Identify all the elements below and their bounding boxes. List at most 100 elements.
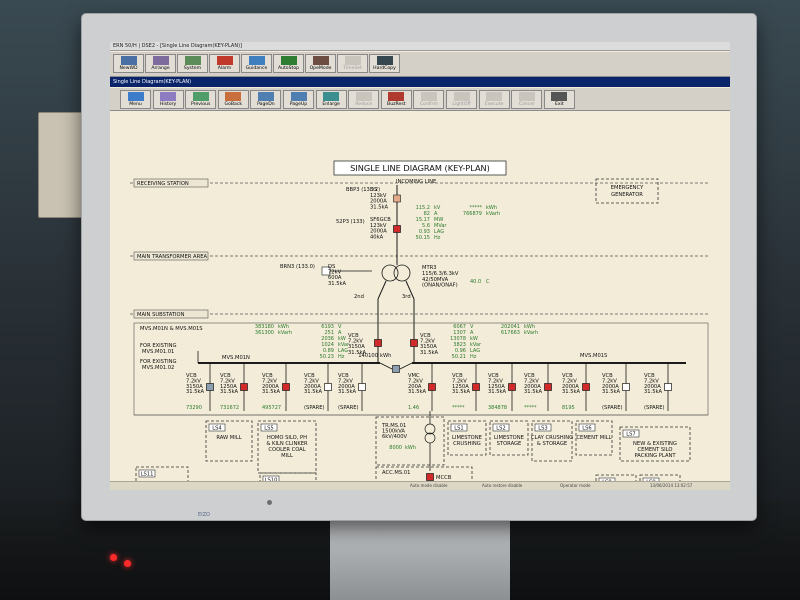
right-measurement-value: 1307 bbox=[453, 330, 466, 336]
incoming-measurement-value: 0.93 bbox=[419, 229, 430, 235]
execute-button[interactable]: Execute bbox=[478, 90, 510, 109]
incoming-measurement-unit: MW bbox=[434, 217, 443, 223]
toolbar-button-label: LightOff bbox=[452, 102, 471, 107]
busbar-m01s-label: MVS.M01S bbox=[580, 353, 607, 359]
system-button[interactable]: System bbox=[177, 54, 208, 73]
feeder-s-rating: 31.5kA bbox=[602, 389, 621, 395]
arrange-button[interactable]: Arrange bbox=[145, 54, 176, 73]
previous-icon bbox=[192, 92, 209, 101]
diagram-title: SINGLE LINE DIAGRAM (KEY-PLAN) bbox=[350, 163, 490, 173]
right-measurement-value: 50.21 bbox=[452, 354, 466, 360]
lightoff-button[interactable]: LightOff bbox=[446, 90, 477, 109]
feeder-s-rating: VMC bbox=[408, 373, 420, 379]
toolbar-button-label: History bbox=[159, 102, 177, 107]
feeder-s-rating: 2000A bbox=[644, 384, 661, 390]
transformer-area-label: MAIN TRANSFORMER AREA bbox=[137, 254, 207, 260]
incomer-left-rating: 3150A bbox=[348, 344, 365, 350]
left-energy-value: 361300 bbox=[255, 330, 274, 336]
newwd-button[interactable]: NewWD bbox=[113, 54, 144, 73]
alarm-button[interactable]: Alarm bbox=[209, 54, 240, 73]
left-measurement-unit: V bbox=[338, 324, 342, 330]
toolbar-button-label: Menu bbox=[129, 102, 142, 107]
right-energy-unit: kWh bbox=[524, 324, 535, 330]
feeder-s-rating: 7.2kV bbox=[602, 378, 617, 384]
child-window-titlebar: Single Line Diagram(KEY-PLAN) bbox=[110, 77, 730, 87]
guidance-button[interactable]: Guidance bbox=[241, 54, 272, 73]
incoming-line-label: INCOMING LINE bbox=[396, 179, 436, 185]
incomer-left-rating: VCB bbox=[348, 333, 359, 339]
right-measurement-value: 0.96 bbox=[455, 348, 466, 354]
autostop-icon bbox=[280, 56, 297, 65]
incoming-energy-unit: kWh bbox=[486, 205, 497, 211]
water-treatment-code: LS11 bbox=[141, 472, 154, 478]
enlarge-button[interactable]: Enlarge bbox=[315, 90, 347, 109]
timeset-button[interactable]: TimeSet bbox=[337, 54, 368, 73]
monitor-brand: EIZO bbox=[198, 512, 210, 518]
incoming-energy-value: ***** bbox=[470, 205, 483, 211]
for-existing-1b: MVS.M01.01 bbox=[142, 349, 174, 355]
confirm-button[interactable]: Confirm bbox=[413, 90, 445, 109]
mtr3-winding-primary bbox=[381, 264, 399, 282]
exit-button[interactable]: Exit bbox=[543, 90, 575, 109]
screen: ERN 50/H | DSE2 - [Single Line Diagram(K… bbox=[110, 42, 730, 490]
previous-button[interactable]: Previous bbox=[185, 90, 217, 109]
right-measurement-unit: A bbox=[470, 330, 474, 336]
menu-button[interactable]: Menu bbox=[120, 90, 151, 109]
left-measurement-unit: Hz bbox=[338, 354, 345, 360]
toolbar-button-label: System bbox=[183, 66, 202, 71]
main-substation-label-box bbox=[133, 309, 209, 319]
tr-ms01-energy-unit: kWh bbox=[405, 445, 416, 451]
hardcopy-button[interactable]: HardCopy bbox=[369, 54, 400, 73]
pageup-button[interactable]: PageUp bbox=[283, 90, 314, 109]
toolbar-button-label: Exit bbox=[554, 102, 564, 107]
right-energy-value: 617663 bbox=[501, 330, 520, 336]
raw-mill-name: RAW MILL bbox=[216, 435, 241, 441]
bbp3-rating: 2000A bbox=[370, 199, 387, 205]
feeder-s-rating: 7.2kV bbox=[408, 378, 423, 384]
incoming-measurement-value: 15.17 bbox=[416, 217, 430, 223]
red-led bbox=[124, 560, 131, 567]
left-measurement-value: 2036 bbox=[321, 336, 334, 342]
feeder-n-rating: 31.5kA bbox=[338, 389, 357, 395]
cement-silo-code-box bbox=[622, 429, 640, 438]
cement-mill-code-box bbox=[578, 423, 596, 432]
feeder-s-rating: VCB bbox=[488, 373, 499, 379]
toolbar-button-label: BuzRest bbox=[387, 102, 406, 107]
feeder-n-energy: 73290 bbox=[186, 405, 202, 411]
acc-ms01-mccb-label: MCCB bbox=[436, 475, 452, 481]
opemode-button[interactable]: OpeMode bbox=[305, 54, 336, 73]
goback-icon bbox=[225, 92, 242, 101]
autostop-button[interactable]: AutoStop bbox=[273, 54, 304, 73]
feeder-n-rating: 2000A bbox=[262, 384, 279, 390]
bbp3-rating: 123kV bbox=[370, 193, 387, 199]
kiln-name: COOLER COAL bbox=[268, 447, 305, 453]
goback-button[interactable]: GoBack bbox=[217, 90, 249, 109]
feeder-n-rating: 7.2kV bbox=[186, 378, 201, 384]
feeder-n-rating: VCB bbox=[338, 373, 349, 379]
feeder-n-breaker bbox=[240, 383, 248, 391]
ds-left-rating: DS bbox=[328, 264, 335, 270]
water-treatment-code-box bbox=[138, 469, 156, 478]
buzrest-button[interactable]: BuzRest bbox=[380, 90, 412, 109]
status-auto-mode: Auto mode disable bbox=[410, 483, 448, 488]
52p3-rating: 40kA bbox=[370, 234, 384, 240]
incoming-measurement-unit: LAG bbox=[434, 229, 444, 235]
ds-left-rating: 72kV bbox=[328, 270, 342, 276]
status-datetime: 13/06/2014 13:02:57 bbox=[650, 483, 693, 488]
app-titlebar: ERN 50/H | DSE2 - [Single Line Diagram(K… bbox=[110, 42, 730, 51]
toolbar-button-label: Enlarge bbox=[322, 102, 340, 107]
toolbar-button-label: Cancel bbox=[518, 102, 535, 107]
cancel-button[interactable]: Cancel bbox=[511, 90, 543, 109]
toolbar-button-label: TimeSet bbox=[343, 66, 362, 71]
reduce-button[interactable]: Reduce bbox=[348, 90, 380, 109]
enlarge-icon bbox=[323, 92, 340, 101]
feeder-n-rating: 2000A bbox=[338, 384, 355, 390]
feeder-n-breaker bbox=[324, 383, 332, 391]
toolbar-button-label: Confirm bbox=[419, 102, 438, 107]
history-button[interactable]: History bbox=[152, 90, 184, 109]
power-button[interactable] bbox=[267, 500, 272, 505]
clay-crushing-box bbox=[531, 420, 573, 462]
feeder-n-rating: 31.5kA bbox=[186, 389, 205, 395]
pagedn-button[interactable]: PageDn bbox=[250, 90, 282, 109]
